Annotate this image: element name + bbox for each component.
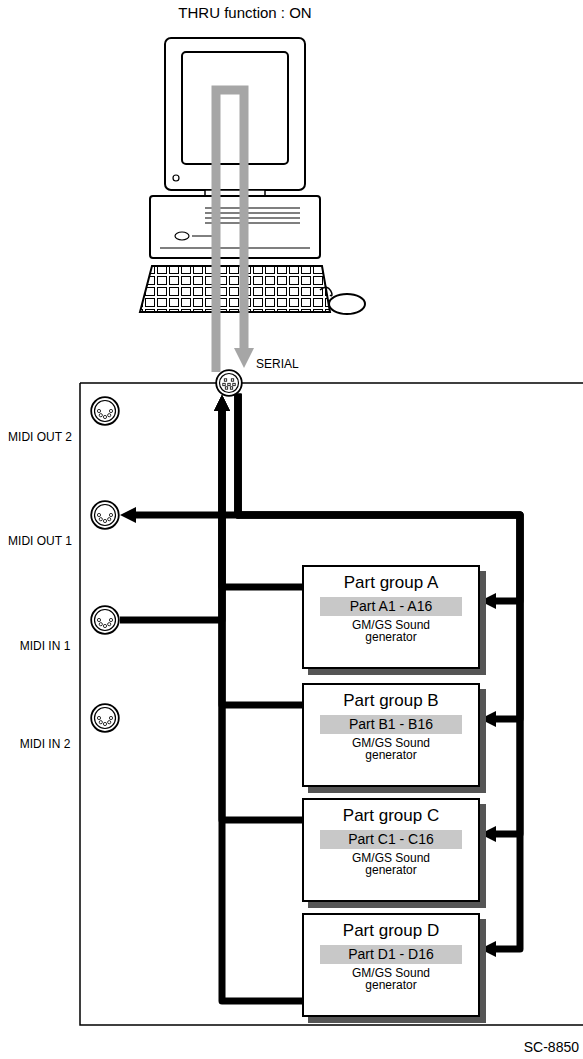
group-description: GM/GS Sound generator xyxy=(341,967,441,992)
connector-port: MIDI IN 1 xyxy=(90,605,120,635)
group-heading: Part group B xyxy=(343,691,438,711)
part-group-box: Part group C Part C1 - C16GM/GS Sound gen… xyxy=(302,798,480,902)
connector-port: SERIAL xyxy=(215,369,243,397)
signal-line xyxy=(238,394,520,949)
computer-illustration xyxy=(140,38,365,314)
group-heading: Part group C xyxy=(343,806,439,826)
port-outline xyxy=(90,500,120,530)
port-outline xyxy=(90,605,120,635)
port-label: MIDI OUT 2 xyxy=(0,430,80,444)
group-slot: Part C1 - C16 xyxy=(304,826,478,851)
part-group-box: Part group A Part A1 - A16GM/GS Sound gen… xyxy=(302,565,480,669)
port-outline xyxy=(90,703,120,733)
signal-line xyxy=(120,405,222,620)
thru-loop xyxy=(216,90,254,372)
part-range-band: Part A1 - A16 xyxy=(320,597,462,615)
signal-line xyxy=(222,405,302,587)
port-label: SERIAL xyxy=(256,357,316,371)
connector-port: MIDI IN 2 xyxy=(90,703,120,733)
part-range: Part D1 - D16 xyxy=(348,946,434,962)
connector-port: MIDI OUT 1 xyxy=(90,500,120,530)
connector-port: MIDI OUT 2 xyxy=(90,396,120,426)
device-outline xyxy=(80,383,583,1025)
port-label: MIDI IN 1 xyxy=(0,639,90,653)
signal-line xyxy=(238,394,520,719)
part-range: Part A1 - A16 xyxy=(350,598,433,614)
part-range: Part C1 - C16 xyxy=(348,831,434,847)
group-description: GM/GS Sound generator xyxy=(341,852,441,877)
signal-line xyxy=(238,394,520,834)
part-range-band: Part C1 - C16 xyxy=(320,830,462,848)
port-label: MIDI OUT 1 xyxy=(0,534,80,548)
group-slot: Part A1 - A16 xyxy=(304,593,478,618)
group-heading: Part group D xyxy=(343,921,439,941)
group-description: GM/GS Sound generator xyxy=(341,737,441,762)
part-range-band: Part D1 - D16 xyxy=(320,945,462,963)
title: THRU function : ON xyxy=(120,4,370,21)
part-group-box: Part group D Part D1 - D16GM/GS Sound gen… xyxy=(302,913,480,1017)
group-heading: Part group A xyxy=(344,573,439,593)
group-slot: Part D1 - D16 xyxy=(304,941,478,966)
port-outline xyxy=(90,396,120,426)
group-description: GM/GS Sound generator xyxy=(341,619,441,644)
part-range-band: Part B1 - B16 xyxy=(320,715,462,733)
port-outline xyxy=(215,369,243,397)
caption: SC-8850 xyxy=(524,1039,579,1055)
signal-line xyxy=(222,405,302,1001)
part-group-box: Part group B Part B1 - B16GM/GS Sound gen… xyxy=(302,683,480,787)
part-range: Part B1 - B16 xyxy=(349,716,433,732)
group-slot: Part B1 - B16 xyxy=(304,711,478,736)
signal-line xyxy=(222,405,302,705)
port-label: MIDI IN 2 xyxy=(0,737,90,751)
signal-line xyxy=(222,405,302,820)
